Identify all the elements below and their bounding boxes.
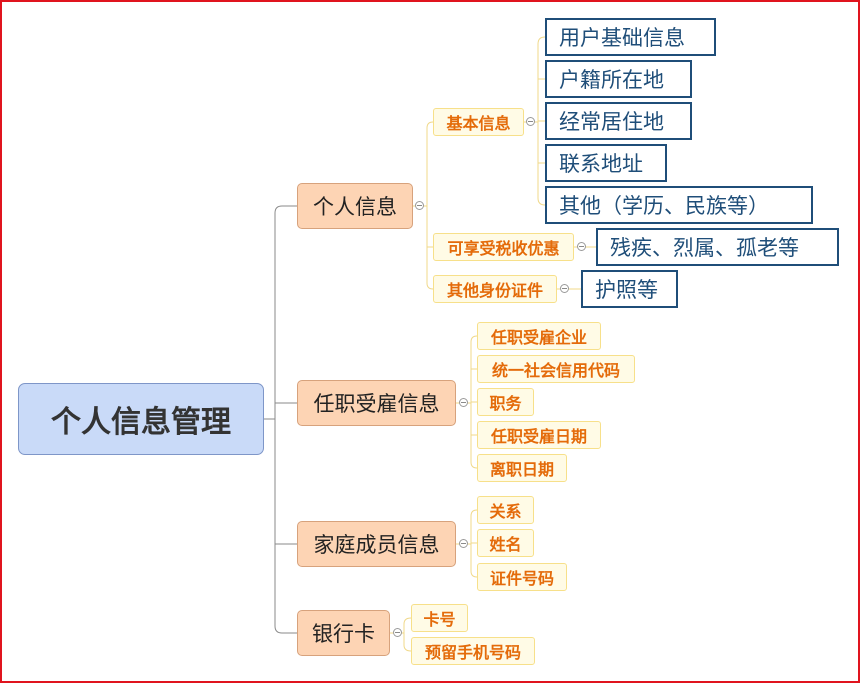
branch-family-info[interactable]: 家庭成员信息: [297, 521, 456, 567]
sub-basic-info[interactable]: 基本信息: [433, 108, 524, 136]
sub-credit-code[interactable]: 统一社会信用代码: [477, 355, 635, 383]
collapse-toggle-icon[interactable]: [560, 284, 569, 293]
sub-relationship[interactable]: 关系: [477, 496, 534, 524]
sub-card-number[interactable]: 卡号: [411, 604, 468, 632]
root-node[interactable]: 个人信息管理: [18, 383, 264, 455]
leaf-habitual-residence[interactable]: 经常居住地: [545, 102, 692, 140]
leaf-contact-address[interactable]: 联系地址: [545, 144, 667, 182]
collapse-toggle-icon[interactable]: [393, 628, 402, 637]
branch-bank-card[interactable]: 银行卡: [297, 610, 390, 656]
sub-name[interactable]: 姓名: [477, 529, 534, 557]
sub-departure-date[interactable]: 离职日期: [477, 454, 567, 482]
collapse-toggle-icon[interactable]: [577, 242, 586, 251]
sub-employer[interactable]: 任职受雇企业: [477, 322, 601, 350]
branch-personal-info[interactable]: 个人信息: [297, 183, 413, 229]
leaf-passport[interactable]: 护照等: [581, 270, 678, 308]
branch-employment-info[interactable]: 任职受雇信息: [297, 380, 456, 426]
sub-other-id[interactable]: 其他身份证件: [433, 275, 557, 303]
sub-id-number[interactable]: 证件号码: [477, 563, 567, 591]
sub-employment-date[interactable]: 任职受雇日期: [477, 421, 601, 449]
leaf-household-registration[interactable]: 户籍所在地: [545, 60, 692, 98]
sub-position[interactable]: 职务: [477, 388, 534, 416]
leaf-disabled-martyr-elderly[interactable]: 残疾、烈属、孤老等: [596, 228, 839, 266]
leaf-user-basic-info[interactable]: 用户基础信息: [545, 18, 716, 56]
collapse-toggle-icon[interactable]: [526, 117, 535, 126]
sub-reserved-phone[interactable]: 预留手机号码: [411, 637, 535, 665]
collapse-toggle-icon[interactable]: [415, 201, 424, 210]
sub-tax-benefit[interactable]: 可享受税收优惠: [433, 233, 574, 261]
collapse-toggle-icon[interactable]: [459, 398, 468, 407]
collapse-toggle-icon[interactable]: [459, 539, 468, 548]
leaf-other-education-ethnicity[interactable]: 其他（学历、民族等）: [545, 186, 813, 224]
